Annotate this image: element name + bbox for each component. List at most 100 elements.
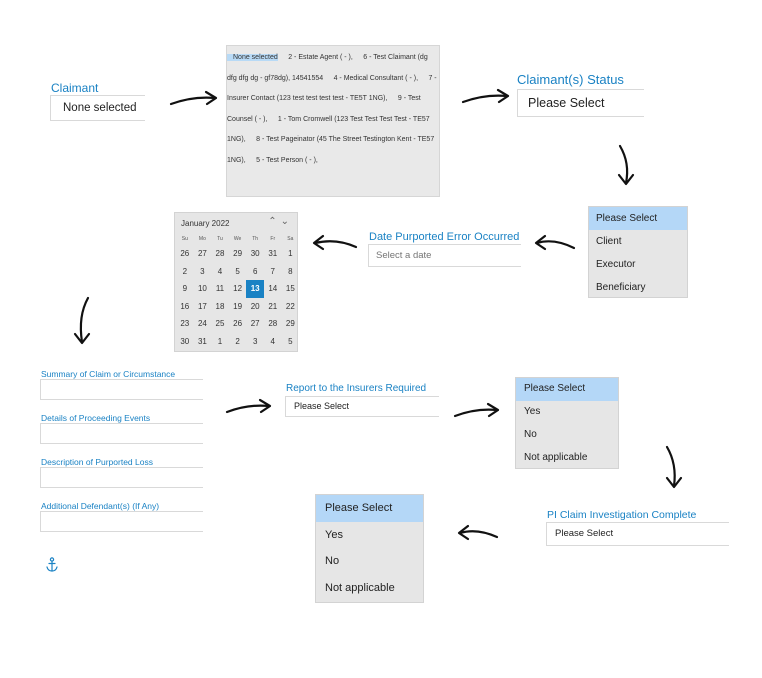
calendar-day[interactable]: 5 — [288, 336, 293, 346]
calendar-day[interactable]: 10 — [197, 284, 207, 293]
date-error-input[interactable] — [368, 244, 521, 267]
date-error-label: Date Purported Error Occurred — [369, 231, 520, 243]
claimant-option[interactable]: None selected — [227, 54, 278, 61]
loss-label: Description of Purported Loss — [41, 457, 153, 467]
pi-claim-dropdown[interactable]: Please Select Yes No Not applicable — [315, 494, 424, 603]
arrow-icon — [665, 445, 683, 489]
calendar-day-selected[interactable]: 13 — [246, 280, 264, 298]
claimant-option[interactable]: 5 - Test Person ( - ), — [256, 156, 318, 164]
calendar-month-title: January 2022 — [181, 219, 230, 228]
calendar-day[interactable]: 1 — [217, 336, 223, 346]
calendar-day[interactable]: 23 — [180, 319, 190, 328]
report-option[interactable]: Not applicable — [524, 452, 588, 463]
calendar-day[interactable]: 14 — [268, 284, 278, 293]
details-input[interactable] — [40, 423, 203, 444]
calendar-day[interactable]: 7 — [270, 266, 275, 276]
calendar-day[interactable]: 29 — [285, 319, 295, 328]
summary-input[interactable] — [40, 379, 203, 400]
pi-claim-select[interactable]: Please Select — [546, 522, 729, 546]
status-option[interactable]: Client — [596, 236, 622, 247]
calendar-day[interactable]: 20 — [250, 301, 260, 311]
claimant-option[interactable]: 7 - Insurer Contact (123 test test test … — [227, 74, 437, 103]
claimant-option[interactable]: 4 - Medical Consultant ( - ), — [333, 74, 419, 82]
calendar-day[interactable]: 2 — [182, 266, 188, 276]
calendar-day[interactable]: 25 — [215, 319, 225, 328]
calendar-day[interactable]: 26 — [233, 319, 243, 328]
pi-option[interactable]: Yes — [325, 528, 343, 541]
report-insurers-select[interactable]: Please Select — [285, 396, 439, 417]
calendar-day[interactable]: 31 — [197, 336, 207, 346]
arrow-icon — [534, 234, 576, 251]
status-option[interactable]: Executor — [596, 259, 636, 270]
pi-option[interactable]: Not applicable — [325, 581, 395, 594]
anchor-icon[interactable] — [45, 557, 59, 573]
calendar-day[interactable]: 16 — [180, 301, 190, 311]
claimant-label: Claimant — [51, 81, 99, 95]
report-insurers-dropdown[interactable]: Please Select Yes No Not applicable — [515, 377, 619, 469]
chevron-up-icon[interactable]: ⌃ — [268, 216, 281, 227]
calendar-day[interactable]: 15 — [285, 284, 295, 293]
calendar-day[interactable]: 31 — [268, 249, 278, 258]
report-option[interactable]: Please Select — [516, 378, 618, 401]
calendar-day[interactable]: 1 — [288, 249, 293, 258]
calendar-day[interactable]: 22 — [285, 301, 295, 311]
calendar-day[interactable]: 26 — [180, 249, 190, 258]
summary-label: Summary of Claim or Circumstance — [41, 369, 176, 379]
status-option[interactable]: Beneficiary — [596, 282, 646, 293]
pi-option[interactable]: No — [325, 555, 340, 567]
calendar-day[interactable]: 11 — [215, 284, 225, 293]
claimant-option[interactable]: 8 - Test Pageinator (45 The Street Testi… — [227, 136, 435, 164]
calendar-day[interactable]: 12 — [233, 284, 243, 293]
claimant-option[interactable]: 1 - Tom Cromwell (123 Test Test Test Tes… — [227, 115, 430, 144]
calendar-weekday: Sa — [287, 236, 294, 242]
report-insurers-label: Report to the Insurers Required — [286, 383, 427, 394]
calendar-day[interactable]: 29 — [233, 249, 243, 258]
claimant-option[interactable]: 6 - Test Claimant (dg dfg dfg dg - gf78d… — [227, 54, 428, 82]
calendar-weekday: Su — [181, 236, 188, 242]
calendar-day[interactable]: 28 — [215, 249, 225, 258]
pi-option[interactable]: Please Select — [316, 495, 423, 522]
arrow-icon — [461, 88, 510, 104]
calendar-day[interactable]: 3 — [200, 266, 205, 276]
calendar-day[interactable]: 8 — [288, 266, 293, 276]
arrow-icon — [73, 296, 91, 345]
calendar-weekday: Fr — [270, 236, 276, 242]
claimant-select[interactable]: None selected — [50, 95, 145, 121]
defendants-label: Additional Defendant(s) (If Any) — [41, 501, 160, 511]
claimant-dropdown-list[interactable]: None selected 2 - Estate Agent ( - ), 6 … — [226, 45, 440, 197]
calendar-day[interactable]: 4 — [217, 266, 223, 276]
calendar-day[interactable]: 18 — [215, 301, 225, 311]
calendar-day[interactable]: 2 — [235, 336, 240, 346]
loss-input[interactable] — [40, 467, 203, 488]
calendar-day[interactable]: 6 — [252, 266, 258, 276]
arrow-icon — [457, 524, 499, 541]
calendar-day[interactable]: 30 — [180, 336, 190, 346]
calendar-day[interactable]: 28 — [268, 319, 278, 328]
arrow-icon — [312, 234, 358, 251]
calendar-day[interactable]: 4 — [270, 336, 275, 346]
status-option[interactable]: Please Select — [589, 207, 687, 230]
calendar-day[interactable]: 24 — [197, 319, 207, 328]
calendar-day[interactable]: 9 — [182, 284, 188, 293]
calendar-day[interactable]: 21 — [268, 301, 278, 311]
claimant-status-dropdown[interactable]: Please Select Client Executor Beneficiar… — [588, 206, 688, 298]
claimant-option[interactable]: 2 - Estate Agent ( - ), — [288, 54, 353, 61]
calendar-day[interactable]: 27 — [197, 249, 207, 258]
claimant-option[interactable]: 9 - Test Counsel ( - ), — [227, 95, 421, 123]
details-label: Details of Proceeding Events — [41, 413, 151, 423]
calendar-day[interactable]: 19 — [233, 301, 243, 311]
defendants-input[interactable] — [40, 511, 203, 532]
claimant-status-select[interactable]: Please Select — [517, 89, 644, 117]
arrow-icon — [225, 398, 272, 414]
chevron-down-icon[interactable]: ⌄ — [280, 216, 293, 227]
calendar-day[interactable]: 27 — [250, 319, 260, 328]
claimant-status-label: Claimant(s) Status — [517, 72, 624, 87]
calendar-day[interactable]: 5 — [235, 266, 240, 276]
calendar-day[interactable]: 17 — [197, 301, 207, 311]
report-option[interactable]: Yes — [524, 406, 541, 417]
calendar-day[interactable]: 3 — [252, 336, 258, 346]
calendar-day[interactable]: 30 — [250, 249, 260, 258]
report-option[interactable]: No — [524, 429, 537, 440]
